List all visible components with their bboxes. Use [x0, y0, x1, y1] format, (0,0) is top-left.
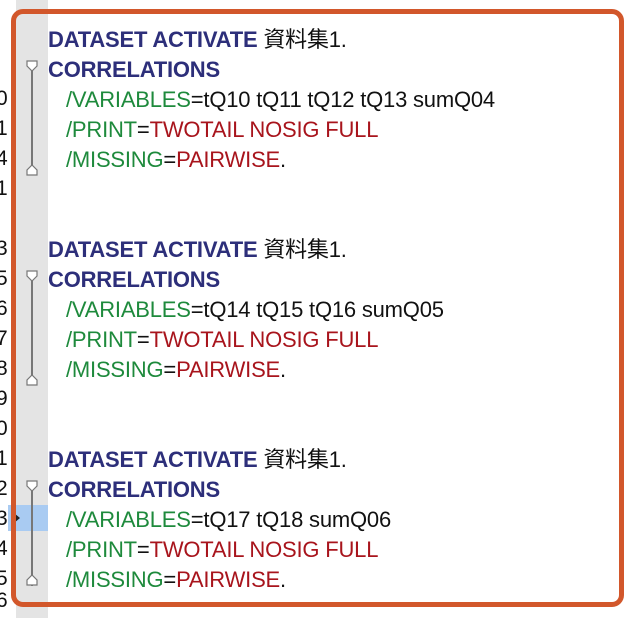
- line-number: 0: [0, 418, 8, 440]
- equals-sign: =: [136, 117, 150, 142]
- line-number: 5: [0, 268, 8, 290]
- correlations-command: CORRELATIONS: [48, 477, 220, 502]
- line-number: 5: [0, 568, 8, 590]
- missing-subcommand: /MISSING: [66, 357, 164, 382]
- line-number: 7: [0, 328, 8, 350]
- print-subcommand: /PRINT: [66, 117, 137, 142]
- equals-sign: =: [136, 327, 150, 352]
- print-values: TWOTAIL NOSIG FULL: [149, 537, 379, 562]
- fold-collapse-icon[interactable]: [26, 270, 38, 282]
- syntax-line[interactable]: /PRINT=TWOTAIL NOSIG FULL: [48, 325, 378, 355]
- variables-list: =tQ14 tQ15 tQ16 sumQ05: [190, 297, 444, 322]
- variables-list: =tQ17 tQ18 sumQ06: [190, 507, 391, 532]
- command-terminator: .: [280, 147, 286, 172]
- dataset-activate-keyword: DATASET ACTIVATE: [48, 447, 258, 472]
- fold-marker[interactable]: [26, 480, 38, 600]
- syntax-line[interactable]: CORRELATIONS: [48, 265, 220, 295]
- command-terminator: .: [280, 567, 286, 592]
- print-values: TWOTAIL NOSIG FULL: [149, 327, 379, 352]
- print-values: TWOTAIL NOSIG FULL: [149, 117, 379, 142]
- variables-subcommand: /VARIABLES: [66, 507, 191, 532]
- fold-collapse-icon[interactable]: [26, 60, 38, 72]
- variables-list: =tQ10 tQ11 tQ12 tQ13 sumQ04: [190, 87, 495, 112]
- line-number: 4: [0, 148, 8, 170]
- print-subcommand: /PRINT: [66, 537, 137, 562]
- line-number: 6: [0, 590, 8, 612]
- print-subcommand: /PRINT: [66, 327, 137, 352]
- syntax-line[interactable]: /PRINT=TWOTAIL NOSIG FULL: [48, 115, 378, 145]
- fold-line: [31, 71, 33, 166]
- syntax-line[interactable]: /VARIABLES=tQ14 tQ15 tQ16 sumQ05: [48, 295, 444, 325]
- line-number: 6: [0, 298, 8, 320]
- equals-sign: =: [136, 537, 150, 562]
- line-number: 8: [0, 358, 8, 380]
- syntax-line[interactable]: /VARIABLES=tQ17 tQ18 sumQ06: [48, 505, 391, 535]
- variables-subcommand: /VARIABLES: [66, 87, 191, 112]
- missing-subcommand: /MISSING: [66, 567, 164, 592]
- syntax-line[interactable]: /MISSING=PAIRWISE.: [48, 355, 286, 385]
- syntax-line[interactable]: /MISSING=PAIRWISE.: [48, 565, 286, 595]
- syntax-line[interactable]: /PRINT=TWOTAIL NOSIG FULL: [48, 535, 378, 565]
- dataset-activate-keyword: DATASET ACTIVATE: [48, 237, 258, 262]
- fold-marker[interactable]: [26, 60, 38, 180]
- correlations-command: CORRELATIONS: [48, 267, 220, 292]
- missing-value: PAIRWISE: [176, 567, 281, 592]
- syntax-line[interactable]: CORRELATIONS: [48, 55, 220, 85]
- fold-marker[interactable]: [26, 270, 38, 390]
- missing-subcommand: /MISSING: [66, 147, 164, 172]
- syntax-line[interactable]: /VARIABLES=tQ10 tQ11 tQ12 tQ13 sumQ04: [48, 85, 495, 115]
- syntax-line[interactable]: CORRELATIONS: [48, 475, 220, 505]
- line-number: 1: [0, 118, 8, 140]
- dataset-activate-keyword: DATASET ACTIVATE: [48, 27, 258, 52]
- dataset-name: 資料集1.: [257, 447, 347, 472]
- fold-line: [31, 281, 33, 376]
- missing-value: PAIRWISE: [176, 147, 281, 172]
- equals-sign: =: [163, 357, 177, 382]
- syntax-line[interactable]: DATASET ACTIVATE 資料集1.: [48, 235, 347, 265]
- syntax-line[interactable]: /MISSING=PAIRWISE.: [48, 145, 286, 175]
- fold-end-icon: [26, 164, 38, 176]
- line-number: 4: [0, 538, 8, 560]
- line-number: 3: [0, 508, 8, 530]
- syntax-line[interactable]: DATASET ACTIVATE 資料集1.: [48, 445, 347, 475]
- command-terminator: .: [280, 357, 286, 382]
- line-number: 1: [0, 448, 8, 470]
- fold-collapse-icon[interactable]: [26, 480, 38, 492]
- syntax-line[interactable]: DATASET ACTIVATE 資料集1.: [48, 25, 347, 55]
- correlations-command: CORRELATIONS: [48, 57, 220, 82]
- variables-subcommand: /VARIABLES: [66, 297, 191, 322]
- line-number: 1: [0, 178, 8, 200]
- fold-line: [31, 491, 33, 586]
- equals-sign: =: [163, 567, 177, 592]
- line-number: 9: [0, 388, 8, 410]
- current-line-arrow-icon: [14, 513, 20, 523]
- line-number: 2: [0, 478, 8, 500]
- line-number: 0: [0, 88, 8, 110]
- line-number: 3: [0, 238, 8, 260]
- dataset-name: 資料集1.: [257, 237, 347, 262]
- equals-sign: =: [163, 147, 177, 172]
- fold-end-icon: [26, 574, 38, 586]
- missing-value: PAIRWISE: [176, 357, 281, 382]
- dataset-name: 資料集1.: [257, 27, 347, 52]
- fold-end-icon: [26, 374, 38, 386]
